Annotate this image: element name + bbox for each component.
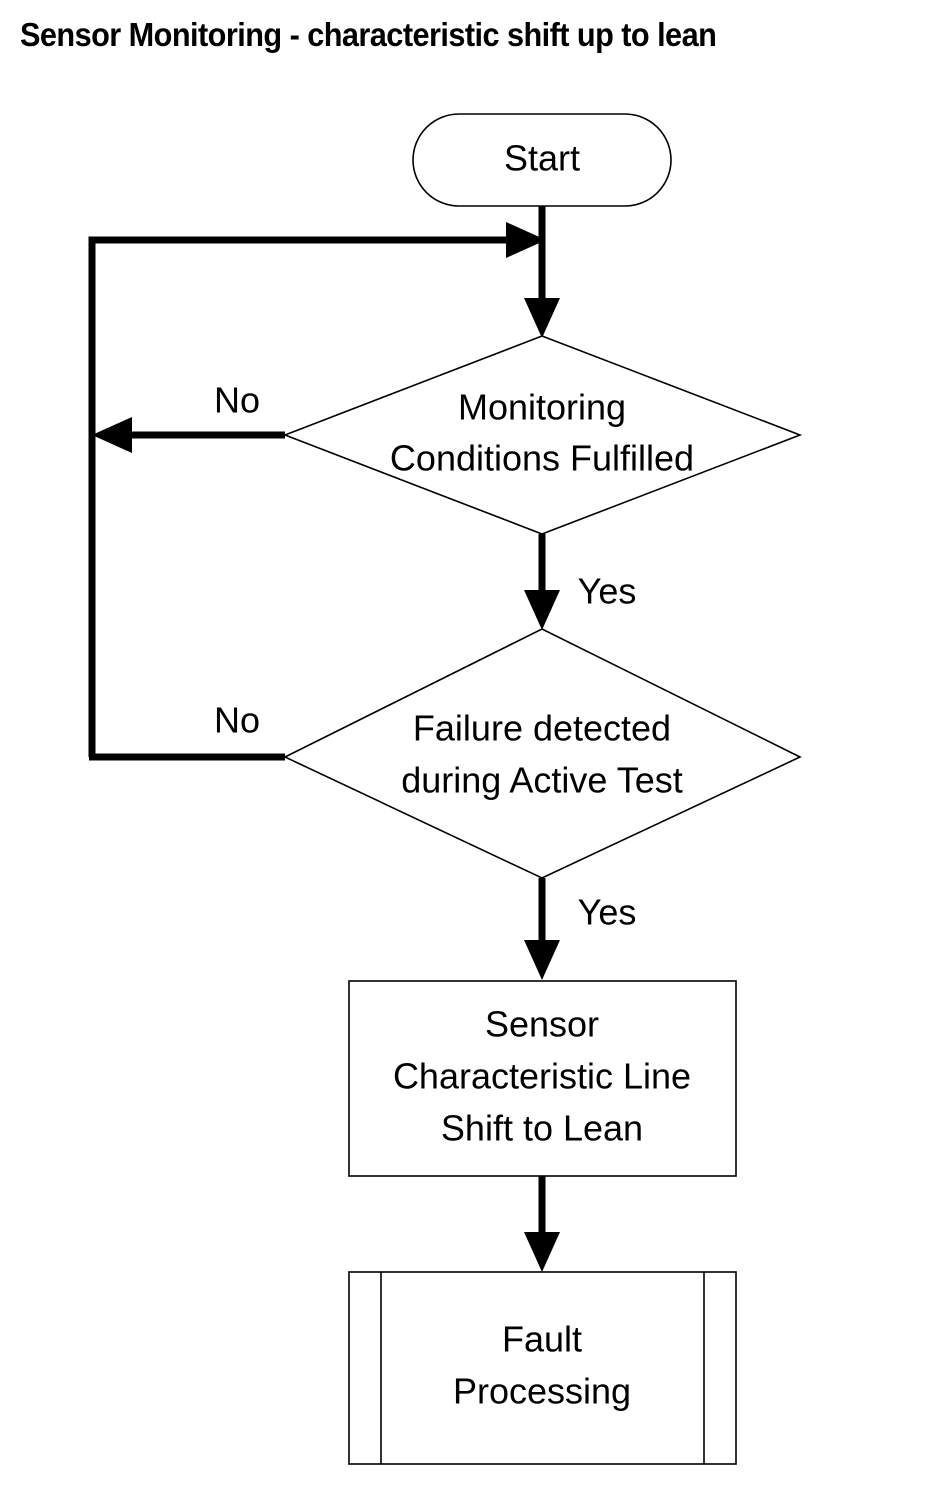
node-decision-monitoring-line2: Conditions Fulfilled xyxy=(390,438,694,479)
node-process-shift-line1: Sensor xyxy=(485,1004,599,1045)
connector-process-to-fault xyxy=(524,1176,560,1272)
node-process-shift[interactable]: Sensor Characteristic Line Shift to Lean xyxy=(348,980,737,1177)
connector-failure-yes xyxy=(524,878,560,980)
edge-label-monitoring-no: No xyxy=(214,380,260,421)
node-start-label: Start xyxy=(504,138,580,179)
node-process-shift-line3: Shift to Lean xyxy=(441,1108,643,1149)
connector-monitoring-no xyxy=(92,417,285,453)
node-decision-monitoring[interactable]: Monitoring Conditions Fulfilled xyxy=(282,335,803,535)
node-decision-monitoring-line1: Monitoring xyxy=(458,387,626,428)
edge-label-failure-no: No xyxy=(214,700,260,741)
connector-start-to-monitoring xyxy=(524,205,560,338)
edge-label-failure-yes: Yes xyxy=(578,892,637,933)
node-decision-failure[interactable]: Failure detected during Active Test xyxy=(283,628,802,879)
node-decision-failure-line1: Failure detected xyxy=(413,708,671,749)
node-decision-failure-line2: during Active Test xyxy=(401,760,683,801)
edge-label-monitoring-yes: Yes xyxy=(578,571,637,612)
node-process-shift-line2: Characteristic Line xyxy=(393,1056,691,1097)
page-title: Sensor Monitoring - characteristic shift… xyxy=(20,16,717,53)
connector-loop-back xyxy=(88,222,546,757)
node-predefined-fault[interactable]: Fault Processing xyxy=(348,1271,737,1465)
node-predefined-fault-line2: Processing xyxy=(453,1371,631,1412)
node-predefined-fault-line1: Fault xyxy=(502,1319,582,1360)
node-start[interactable]: Start xyxy=(412,113,672,207)
connector-monitoring-yes xyxy=(524,534,560,630)
